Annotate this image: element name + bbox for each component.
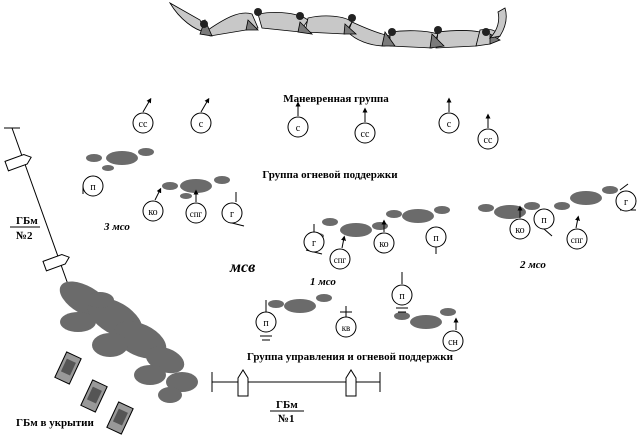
gbm-cover-label: ГБм в укрытии [16, 417, 94, 429]
symbol-spg: спг [571, 235, 584, 245]
mso3-symbols: п ко спг г [82, 175, 245, 227]
symbol-g: г [312, 238, 316, 249]
control-group-title: Группа управления и огневой поддержки [247, 351, 454, 363]
symbol-kv: кв [342, 323, 351, 333]
gbm-vehicles-in-cover [54, 351, 134, 435]
gbm1-label-bottom: №1 [278, 413, 295, 425]
symbol-s: с [447, 119, 452, 130]
symbol-p: п [399, 291, 405, 302]
symbol-p: п [541, 215, 547, 226]
trench-line [168, 1, 507, 49]
symbol-ss: сс [139, 119, 148, 130]
gbm2-label-bottom: №2 [16, 230, 33, 242]
symbol-p: п [90, 182, 96, 193]
maneuver-group-title: Маневренная группа [283, 93, 389, 105]
symbol-ko: ко [379, 239, 388, 250]
gbm1-label-top: ГБм [276, 399, 298, 411]
symbol-sn: сн [448, 337, 458, 348]
control-group-symbols: п кв п сн [255, 272, 464, 352]
symbol-spg: спг [190, 209, 203, 219]
mso2-label: 2 мсо [519, 259, 546, 271]
cover-area [59, 281, 198, 403]
mso1-label: 1 мсо [310, 276, 336, 288]
squad-blobs [86, 148, 618, 329]
maneuver-group-symbols: сс с с сс с сс [132, 97, 499, 150]
symbol-s: с [199, 119, 204, 130]
symbol-g: г [624, 197, 628, 208]
symbol-ss: сс [484, 135, 493, 146]
mso3-label: 3 мсо [103, 221, 130, 233]
mso2-symbols: ко п спг г [509, 183, 637, 250]
msv-label: мсв [229, 259, 255, 276]
gbm2-label-top: ГБм [16, 215, 38, 227]
symbol-g: г [230, 209, 234, 220]
symbol-spg: спг [334, 255, 347, 265]
fire-support-group-title: Группа огневой поддержки [262, 169, 398, 181]
symbol-p: п [433, 233, 439, 244]
gbm2-position [4, 127, 80, 291]
gbm1-position [211, 369, 381, 397]
symbol-ko: ко [148, 207, 157, 218]
symbol-ss: сс [361, 129, 370, 140]
symbol-p: п [263, 318, 269, 329]
mso1-symbols: г спг ко п [303, 219, 447, 270]
symbol-ko: ко [515, 225, 524, 236]
symbol-s: с [296, 123, 301, 134]
